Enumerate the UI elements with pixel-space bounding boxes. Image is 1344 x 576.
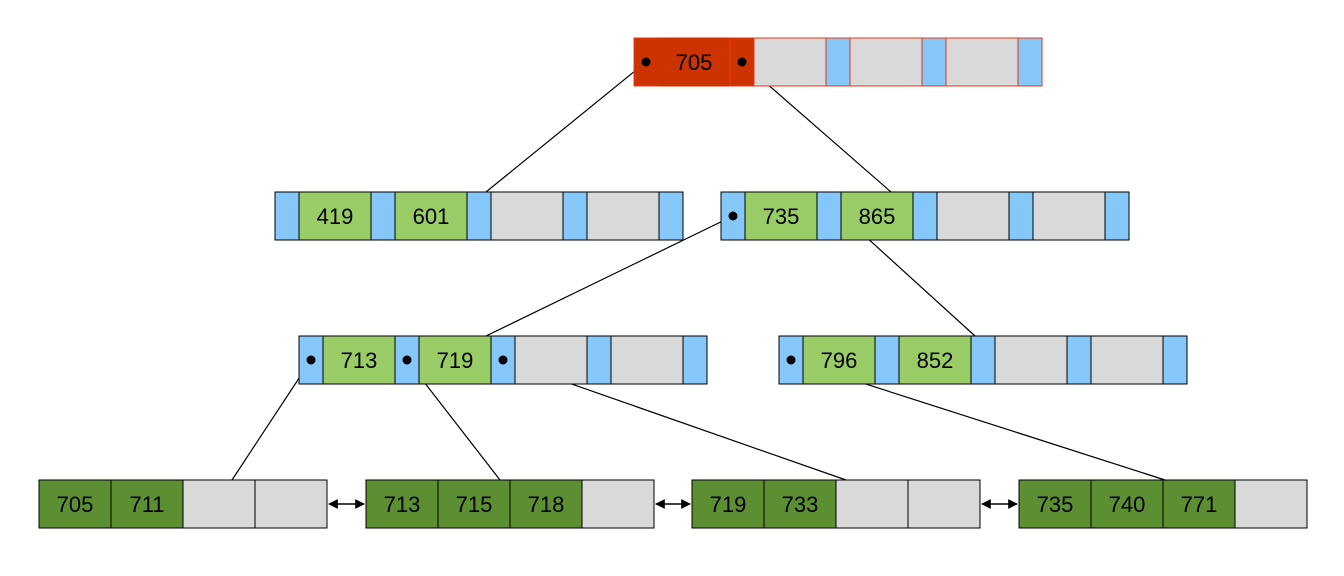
key-cell: [936, 191, 1010, 241]
root-node: 705: [633, 37, 1043, 87]
edge-inner-right-to-l3-left: [485, 215, 734, 337]
leaf-1-node: 705 711: [38, 479, 328, 529]
key-cell: [610, 335, 684, 385]
leaf-key-cell: [437, 479, 511, 529]
key-label: 705: [57, 492, 94, 517]
pointer-dot: [306, 355, 316, 365]
pointer-cell: [1104, 191, 1130, 241]
pointer-dot: [728, 211, 738, 221]
pointer-cell: [370, 191, 396, 241]
leaf-key-cell: [835, 479, 909, 529]
key-label: 713: [341, 348, 378, 373]
pointer-cell: [562, 191, 588, 241]
pointer-cell: [1162, 335, 1188, 385]
pointer-cell: [586, 335, 612, 385]
leaf-key-cell: [110, 479, 184, 529]
leaf-key-cell: [1018, 479, 1092, 529]
key-label: 852: [917, 348, 954, 373]
edge-root-to-inner-left: [485, 61, 647, 193]
key-cell: [849, 37, 923, 87]
inner-l3-left-node: 713 719: [298, 335, 708, 385]
leaf-4-node: 735 740 771: [1018, 479, 1308, 529]
key-cell: [586, 191, 660, 241]
key-cell: [418, 335, 492, 385]
key-cell: [657, 37, 731, 87]
pointer-dot: [498, 355, 508, 365]
pointer-cell: [682, 335, 708, 385]
pointer-cell: [1008, 191, 1034, 241]
key-label: 740: [1109, 492, 1146, 517]
pointer-cell: [970, 335, 996, 385]
pointer-dot: [786, 355, 796, 365]
key-label: 718: [528, 492, 565, 517]
leaf-key-cell: [1234, 479, 1308, 529]
leaf-key-cell: [254, 479, 328, 529]
leaf-3-node: 719 733: [691, 479, 981, 529]
pointer-dot: [641, 57, 651, 67]
key-cell: [898, 335, 972, 385]
key-label: 733: [782, 492, 819, 517]
key-cell: [514, 335, 588, 385]
leaf-key-cell: [691, 479, 765, 529]
key-label: 711: [129, 492, 164, 517]
key-label: 719: [437, 348, 474, 373]
inner-left-node: 419 601: [274, 191, 684, 241]
key-cell: [394, 191, 468, 241]
key-cell: [994, 335, 1068, 385]
pointer-cell: [825, 37, 851, 87]
key-cell: [298, 191, 372, 241]
pointer-cell: [658, 191, 684, 241]
pointer-dot: [737, 57, 747, 67]
key-cell: [490, 191, 564, 241]
key-label: 771: [1181, 492, 1218, 517]
key-label: 601: [413, 204, 450, 229]
key-label: 865: [859, 204, 896, 229]
key-cell: [802, 335, 876, 385]
pointer-cell: [874, 335, 900, 385]
key-label: 715: [456, 492, 493, 517]
leaf-key-cell: [581, 479, 655, 529]
edge-l3-left-to-leaf-1: [231, 359, 312, 481]
pointer-cell: [921, 37, 947, 87]
key-label: 796: [821, 348, 858, 373]
inner-right-node: 735 865: [720, 191, 1130, 241]
pointer-cell: [1066, 335, 1092, 385]
key-label: 719: [710, 492, 747, 517]
pointer-cell: [274, 191, 300, 241]
pointer-cell: [816, 191, 842, 241]
key-cell: [945, 37, 1019, 87]
leaf-2-node: 713 715 718: [365, 479, 655, 529]
key-cell: [1090, 335, 1164, 385]
key-cell: [753, 37, 827, 87]
leaf-key-cell: [509, 479, 583, 529]
key-label: 735: [1037, 492, 1074, 517]
tree-edges: [231, 61, 1166, 481]
leaf-key-cell: [182, 479, 256, 529]
pointer-dot: [402, 355, 412, 365]
key-label: 705: [676, 50, 713, 75]
pointer-cell: [466, 191, 492, 241]
key-label: 419: [317, 204, 354, 229]
pointer-cell: [912, 191, 938, 241]
inner-l3-right-node: 796 852: [778, 335, 1188, 385]
pointer-cell: [1017, 37, 1043, 87]
key-label: 735: [763, 204, 800, 229]
key-cell: [1032, 191, 1106, 241]
key-label: 713: [384, 492, 421, 517]
leaf-key-cell: [907, 479, 981, 529]
